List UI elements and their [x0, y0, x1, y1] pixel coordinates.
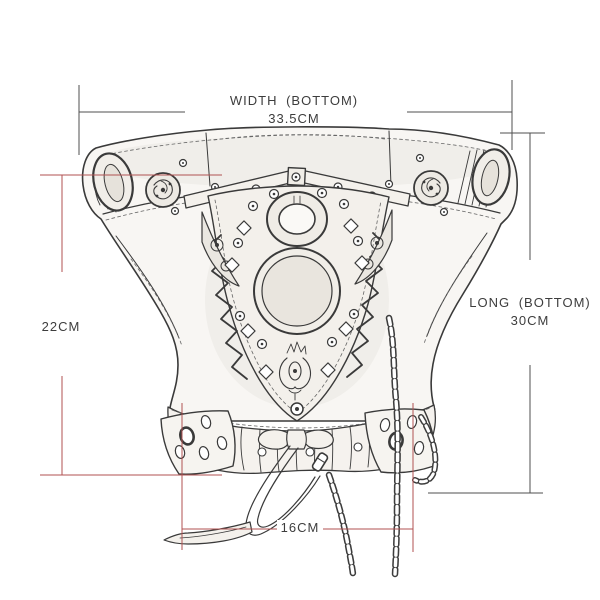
- medallion-left-icon: [145, 172, 181, 208]
- belt-rivets: [170, 153, 449, 217]
- width-bottom-value: 33.5CM: [268, 111, 320, 126]
- bag: [81, 126, 518, 578]
- width-dimension-lines: [78, 80, 513, 155]
- diamond-studs: [224, 218, 370, 380]
- top-ring-icon: [266, 191, 328, 247]
- d-ring-left-icon: [92, 152, 134, 213]
- clip-icon: [311, 452, 329, 472]
- ribbon-bow: [257, 429, 334, 450]
- side-height-dimension-lines: [40, 174, 222, 476]
- long-bottom-value: 30CM: [510, 313, 550, 328]
- d-ring-right-icon: [457, 148, 511, 208]
- chain-center: [325, 471, 357, 578]
- ribbon-loop: [245, 445, 321, 536]
- chain-right: [385, 314, 401, 578]
- lace-right: [346, 232, 386, 378]
- chain-swag: [412, 414, 439, 485]
- width-bottom-label-text: WIDTH (BOTTOM): [229, 93, 359, 108]
- filigree-corner-right-icon: [354, 209, 393, 285]
- bottom-width-label: 16CM: [258, 519, 342, 537]
- long-bottom-label-text: LONG (BOTTOM): [469, 295, 591, 310]
- grommet-flap-left: [160, 410, 236, 475]
- side-height-label: 22CM: [21, 318, 101, 336]
- right-wing: [423, 232, 488, 345]
- thistle-emblem-icon: [278, 341, 312, 401]
- side-height-value: 22CM: [41, 319, 81, 334]
- long-bottom-label: LONG (BOTTOM) 30CM: [450, 294, 600, 330]
- center-circle-icon: [253, 247, 341, 335]
- filigree-corner-left-icon: [201, 211, 240, 287]
- bottom-width-value: 16CM: [276, 520, 324, 535]
- long-dimension-lines: [428, 132, 545, 494]
- ribbon-tail: [163, 521, 253, 545]
- width-bottom-label: WIDTH (BOTTOM) 33.5CM: [194, 92, 394, 128]
- medallion-right-icon: [413, 170, 449, 206]
- round-studs: [232, 187, 364, 350]
- left-wing: [115, 235, 183, 347]
- lace-left: [208, 234, 248, 380]
